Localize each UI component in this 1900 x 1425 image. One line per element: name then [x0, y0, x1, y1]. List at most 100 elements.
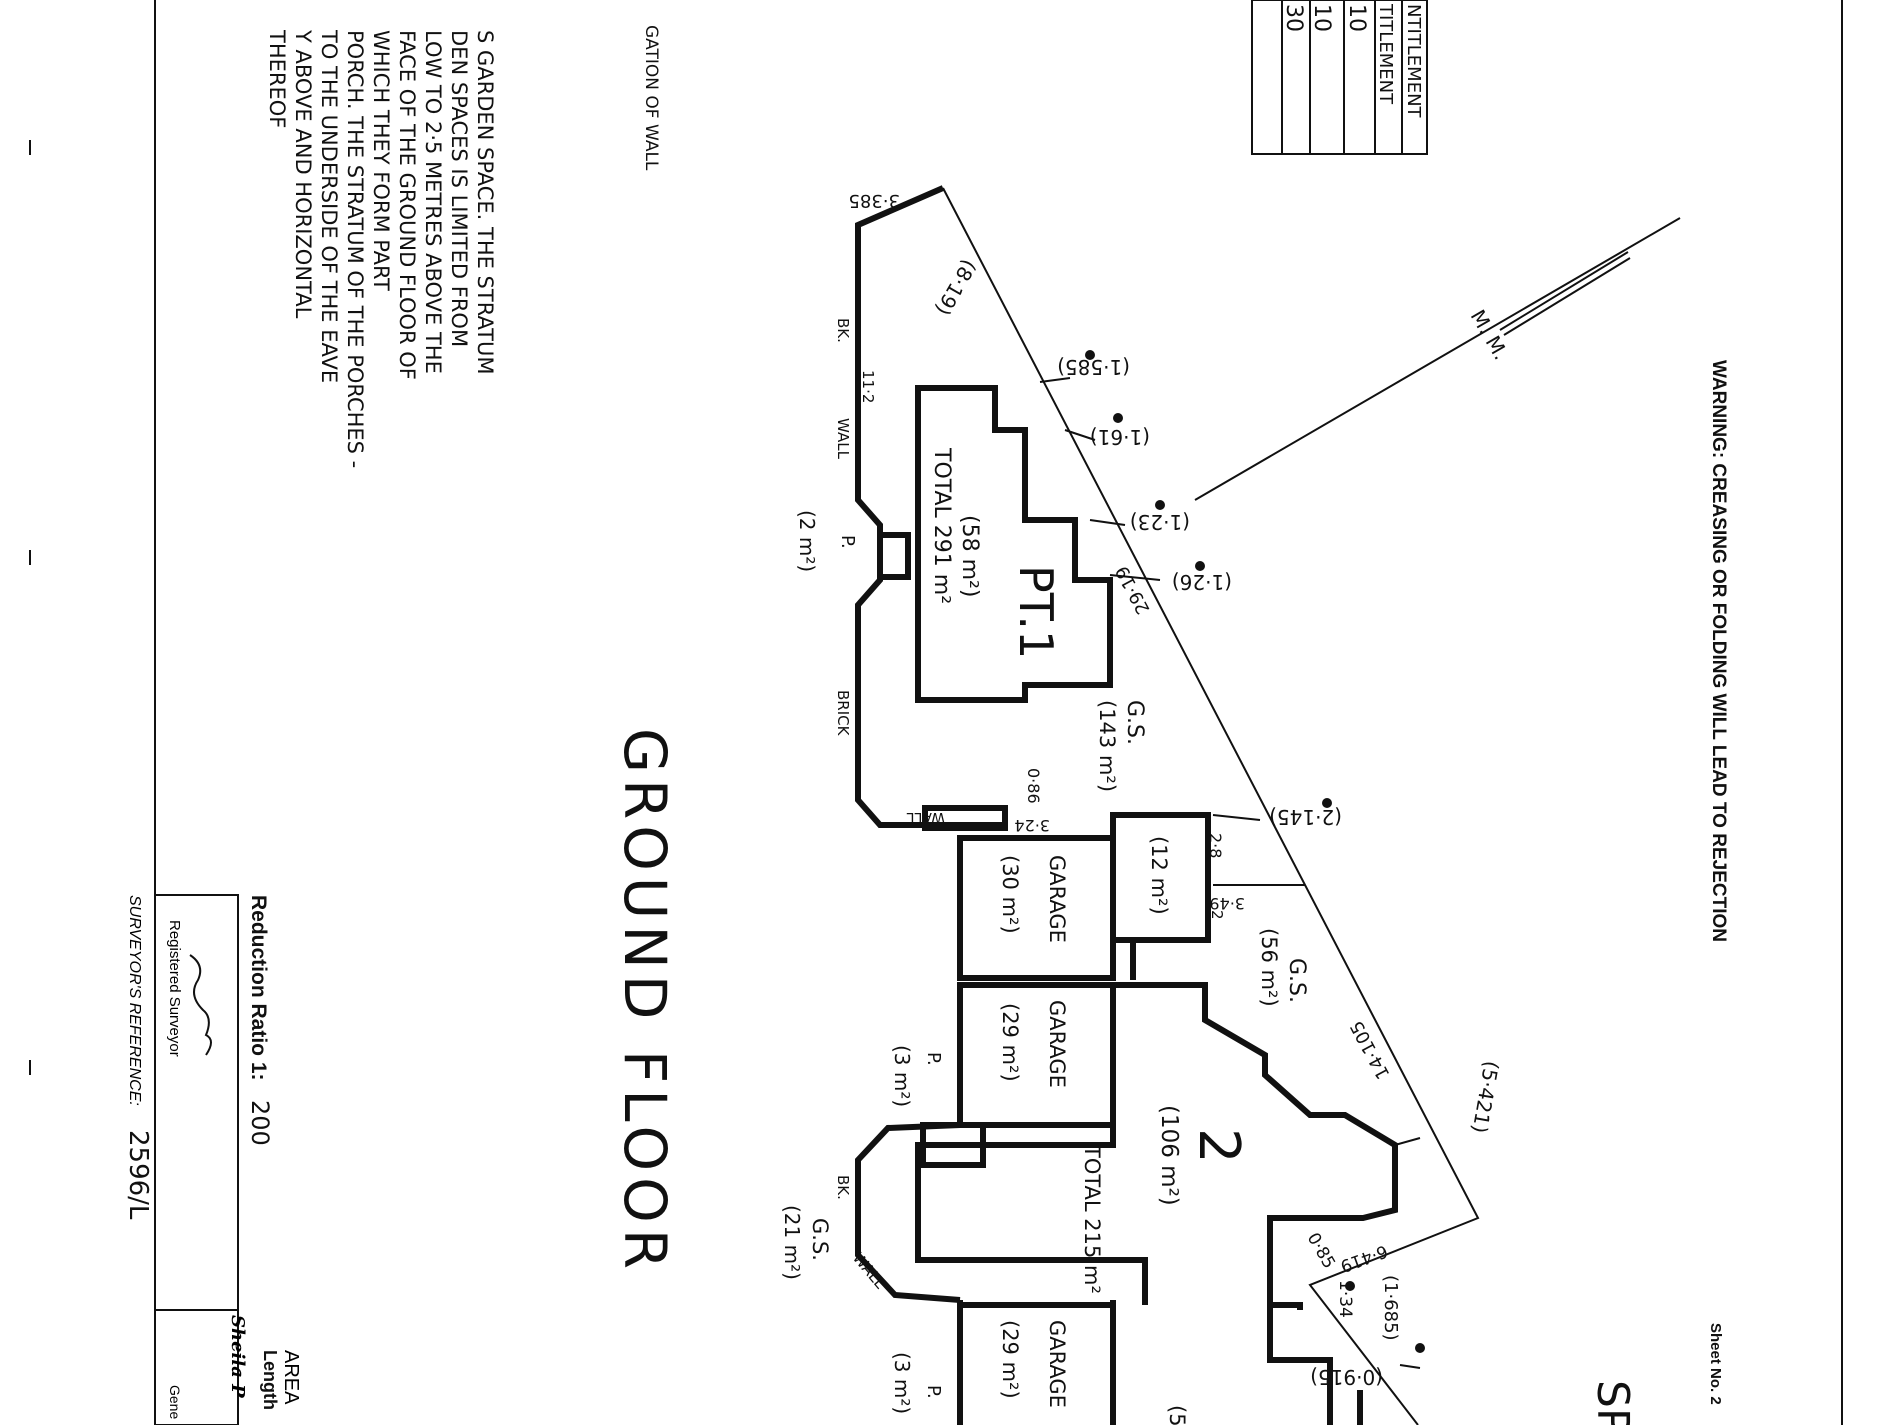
small-dimension: 2·8 [1206, 833, 1225, 858]
garage1-label: GARAGE [1045, 855, 1069, 943]
lot1-area: (58 m²) [957, 515, 982, 597]
boundary-dimension: (8·19) [931, 256, 982, 320]
lot2-inner-wall [915, 1125, 1148, 1305]
porch2-area: (3 m²) [890, 1045, 914, 1107]
lot1-porch [877, 532, 911, 580]
plan-prefix-fragment: SP [1587, 1380, 1638, 1425]
wall-label: WALL [907, 809, 945, 825]
surveyors-reference-label: SURVEYOR'S REFERENCE: [126, 895, 143, 1106]
lot2-label: 2 [1186, 1128, 1251, 1164]
gs1-area: (143 m²) [1095, 700, 1119, 792]
boundary-line [942, 187, 1480, 1425]
garage-2 [957, 982, 1116, 1128]
lot1-total: TOTAL 291 m² [929, 447, 954, 604]
level-label: (5·421) [1467, 1059, 1503, 1135]
wall-segment [922, 805, 1008, 831]
boundary-dimension: 1·34 [1335, 1280, 1355, 1318]
note-line: Y ABOVE AND HORIZONTAL [291, 29, 315, 319]
garage1-area: (30 m²) [998, 855, 1022, 934]
mm-line-hatch [1499, 251, 1629, 331]
gs2-area: (56 m²) [1257, 928, 1281, 1007]
reduction-ratio-value: 200 [246, 1100, 274, 1146]
boundary-dimension: 6·419 [1338, 1240, 1391, 1275]
sheet-number: Sheet No. 2 [1707, 1323, 1724, 1405]
reduction-ratio-label: Reduction Ratio 1: [247, 895, 270, 1081]
boundary-dimension: 3·385 [848, 190, 900, 211]
lot1-label: PT.1 [1009, 565, 1063, 659]
mm-line-hatch [1503, 257, 1631, 336]
outer-wall-lot1 [855, 185, 1003, 828]
table-cell: NTITLEMENT [1403, 4, 1424, 119]
floor-title: GROUND FLOOR [611, 728, 679, 1275]
lot1-porch-label: P. [837, 535, 858, 549]
lot1-building-outline [915, 385, 1113, 703]
registered-surveyor-label: Registered Surveyor [166, 920, 183, 1057]
signature-fragment: Sheila P [227, 1315, 248, 1398]
footer-block: Reduction Ratio 1: 200 Registered Survey… [123, 894, 302, 1425]
note-line: THEREOF [265, 29, 289, 128]
wall-label: BRICK [834, 690, 852, 737]
gs3-area: (21 m²) [780, 1205, 804, 1280]
note-line: PORCH. THE STRATUM OF THE PORCHES - [343, 30, 367, 468]
surveyor-signature [189, 954, 212, 1056]
table-cell: 30 [1281, 4, 1306, 32]
level-label: (1·26) [1172, 570, 1232, 594]
garage2-area: (29 m²) [998, 1003, 1022, 1082]
porch3-area: (3 m²) [890, 1352, 914, 1414]
note-line: DEN SPACES IS LIMITED FROM [447, 30, 471, 347]
small-dimension: 0·86 [1024, 768, 1043, 804]
length-label: Length [260, 1350, 280, 1410]
wall-label: BK. [834, 1175, 852, 1200]
lot2-area: (106 m²) [1156, 1105, 1182, 1206]
lot3-outline-partial [1267, 1305, 1333, 1425]
level-label: (2·145) [1269, 805, 1342, 829]
table-cell: 10 [1344, 4, 1369, 32]
store-room [1110, 812, 1211, 943]
small-dimension: 3·24 [1014, 816, 1050, 835]
note-line: LOW TO 2·5 METRES ABOVE THE [421, 30, 445, 374]
general-label: Gene [167, 1385, 183, 1419]
note-line: WHICH THEY FORM PART [369, 30, 393, 291]
porch3-label: P. [923, 1385, 944, 1399]
lot1-porch-area: (2 m²) [795, 510, 819, 572]
boundary-dimension: 14·105 [1346, 1017, 1394, 1082]
wall-note: GATION OF WALL [641, 25, 661, 171]
level-label: (1·23) [1130, 510, 1190, 534]
stratum-notes: S GARDEN SPACE. THE STRATUM DEN SPACES I… [265, 29, 497, 468]
entitlement-table: NTITLEMENT TITLEMENT 10 10 30 [1251, 0, 1428, 155]
level-label: (1·585) [1057, 355, 1130, 379]
porch2-label: P. [923, 1052, 944, 1066]
wall-label: WALL [834, 418, 852, 460]
gs3-label: G.S. [808, 1218, 832, 1261]
area-label: AREA [280, 1350, 302, 1405]
note-line: S GARDEN SPACE. THE STRATUM [473, 30, 497, 375]
gs1-label: G.S. [1122, 700, 1147, 745]
level-label: (0·915) [1310, 1365, 1383, 1389]
note-line: FACE OF THE GROUND FLOOR OF [395, 30, 419, 380]
note-line: TO THE UNDERSIDE OF THE EAVE [317, 29, 341, 383]
small-dimension: 2 [1208, 910, 1226, 920]
wall-label: BK. [834, 318, 852, 343]
boundary-dimension: 0·85 [1303, 1230, 1339, 1273]
gs2-label: G.S. [1284, 958, 1309, 1003]
garage-1 [957, 835, 1116, 981]
garage2-label: GARAGE [1045, 1000, 1069, 1088]
surveyors-reference-value: 2596/L [123, 1130, 153, 1220]
boundary-dimension: 29·19 [1112, 562, 1155, 617]
level-markers [1085, 350, 1425, 1353]
warning-text: WARNING: CREASING OR FOLDING WILL LEAD T… [1708, 360, 1729, 942]
table-cell: 10 [1309, 4, 1334, 32]
garage3-label: GARAGE [1045, 1320, 1069, 1408]
table-cell: TITLEMENT [1375, 3, 1396, 105]
boundary-dimension: (1·685) [1380, 1275, 1401, 1341]
lot2-building-outline [1113, 982, 1398, 1310]
level-label: (1·61) [1090, 425, 1150, 449]
mm-line [1194, 217, 1681, 501]
wall-label: 11·2 [859, 370, 877, 403]
small-dimension: 3·49 [1209, 894, 1245, 913]
leader-lines [1039, 377, 1421, 1369]
lot2-total: TOTAL 215 m² [1080, 1144, 1104, 1294]
store-area: (12 m²) [1147, 836, 1171, 915]
